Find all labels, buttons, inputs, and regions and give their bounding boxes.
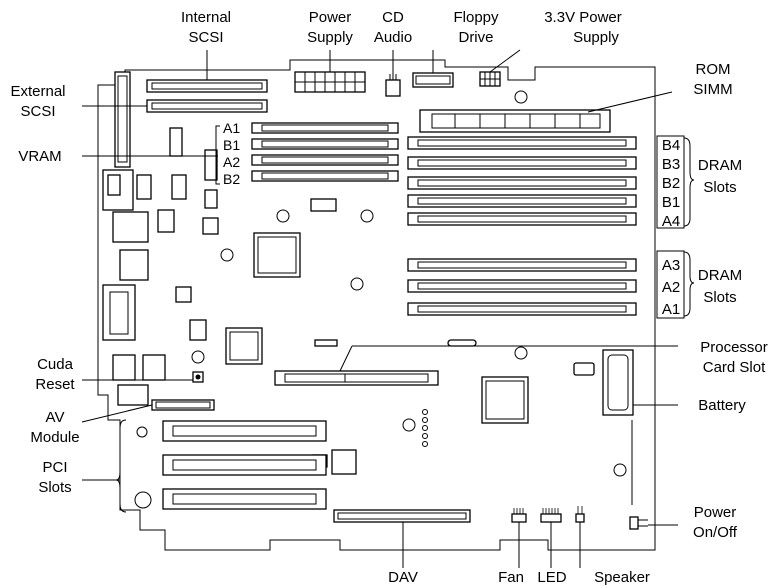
label-power-supply-1: Power bbox=[309, 9, 352, 26]
vram-slots bbox=[251, 122, 399, 182]
label-dram-b4: B4 bbox=[662, 137, 680, 154]
label-vram-b2: B2 bbox=[223, 171, 240, 187]
fan-connector bbox=[511, 508, 527, 523]
components bbox=[136, 127, 595, 475]
label-processor-card-slot-2: Card Slot bbox=[703, 359, 766, 376]
cd-audio-connector bbox=[385, 74, 401, 97]
label-fan: Fan bbox=[498, 569, 524, 586]
external-scsi-connector bbox=[146, 99, 268, 113]
label-processor-card-slot-1: Processor bbox=[700, 339, 768, 356]
label-dav: DAV bbox=[388, 569, 418, 586]
label-power-33v-1: 3.3V Power bbox=[544, 9, 622, 26]
labels: Internal SCSI Power Supply CD Audio Flop… bbox=[10, 9, 767, 586]
label-cuda-reset-1: Cuda bbox=[37, 356, 74, 373]
label-dram-a1: A1 bbox=[662, 301, 680, 318]
label-vram-a2: A2 bbox=[223, 154, 240, 170]
label-rom-simm-2: SIMM bbox=[693, 81, 732, 98]
dav-connector bbox=[333, 509, 471, 523]
board-outline bbox=[97, 59, 656, 551]
brackets bbox=[115, 125, 695, 513]
label-dram-slots-2a: DRAM bbox=[698, 267, 742, 284]
label-cd-audio-1: CD bbox=[382, 9, 404, 26]
label-pci-slots-1: PCI bbox=[42, 459, 67, 476]
floppy-drive-connector bbox=[412, 72, 454, 88]
label-internal-scsi-2: SCSI bbox=[188, 29, 223, 46]
label-dram-slots-1b: Slots bbox=[703, 179, 736, 196]
label-floppy-drive-1: Floppy bbox=[453, 9, 499, 26]
label-dram-b2: B2 bbox=[662, 175, 680, 192]
rom-simm bbox=[419, 109, 611, 133]
label-cuda-reset-2: Reset bbox=[35, 376, 75, 393]
dram-lower-slots bbox=[407, 258, 637, 316]
label-led: LED bbox=[537, 569, 566, 586]
label-dram-a3: A3 bbox=[662, 257, 680, 274]
label-dram-b1: B1 bbox=[662, 194, 680, 211]
label-pci-slots-2: Slots bbox=[38, 479, 71, 496]
label-external-scsi-2: SCSI bbox=[20, 103, 55, 120]
label-power-onoff-2: On/Off bbox=[693, 524, 738, 541]
label-cd-audio-2: Audio bbox=[374, 29, 412, 46]
pci-slots bbox=[162, 420, 327, 510]
label-vram: VRAM bbox=[18, 148, 61, 165]
label-vram-b1: B1 bbox=[223, 137, 240, 153]
label-battery: Battery bbox=[698, 397, 746, 414]
rear-port-scsi bbox=[114, 71, 131, 168]
label-rom-simm-1: ROM bbox=[696, 61, 731, 78]
callout-lines bbox=[81, 49, 678, 568]
processor-card-slot bbox=[274, 370, 439, 386]
label-av-module-1: AV bbox=[46, 409, 65, 426]
speaker-connector bbox=[575, 506, 585, 523]
label-av-module-2: Module bbox=[30, 429, 79, 446]
power-supply-connector bbox=[294, 71, 366, 93]
label-dram-a4: A4 bbox=[662, 213, 680, 230]
label-dram-b3: B3 bbox=[662, 156, 680, 173]
label-dram-slots-1a: DRAM bbox=[698, 157, 742, 174]
battery-holder bbox=[602, 349, 634, 416]
label-floppy-drive-2: Drive bbox=[458, 29, 493, 46]
led-connector bbox=[540, 508, 562, 523]
power-33v-connector bbox=[479, 71, 501, 87]
label-dram-slots-2b: Slots bbox=[703, 289, 736, 306]
mounting-holes bbox=[134, 90, 627, 509]
power-switch-connector bbox=[629, 516, 648, 530]
av-module-connector bbox=[151, 399, 215, 411]
label-power-supply-2: Supply bbox=[307, 29, 353, 46]
internal-scsi-connector bbox=[146, 79, 268, 93]
rear-port-misc bbox=[102, 169, 166, 406]
label-internal-scsi-1: Internal bbox=[181, 9, 231, 26]
label-power-33v-2: Supply bbox=[573, 29, 619, 46]
label-vram-a1: A1 bbox=[223, 120, 240, 136]
dram-upper-slots bbox=[407, 136, 637, 226]
label-speaker: Speaker bbox=[594, 569, 650, 586]
label-external-scsi-1: External bbox=[10, 83, 65, 100]
label-dram-a2: A2 bbox=[662, 279, 680, 296]
label-power-onoff-1: Power bbox=[694, 504, 737, 521]
